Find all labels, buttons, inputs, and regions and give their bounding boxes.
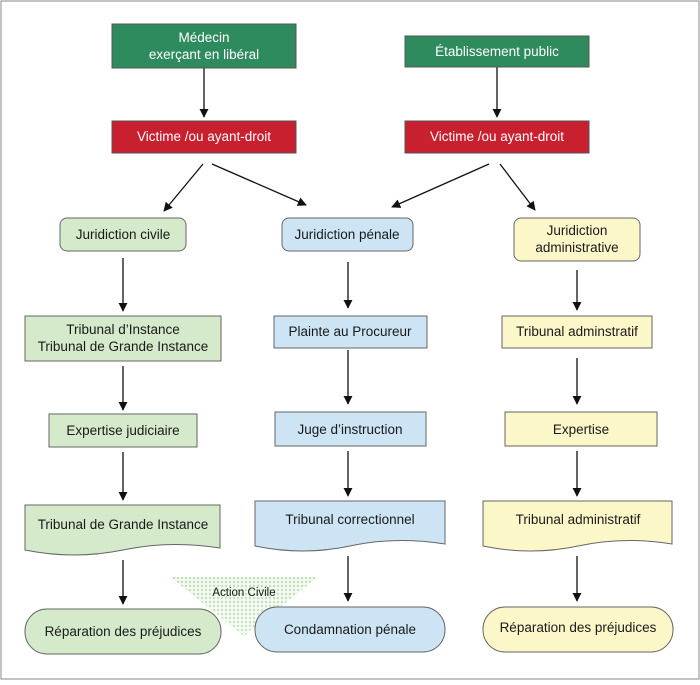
penal-complaint-box: Plainte au Procureur [273, 315, 428, 349]
civil-expertise-box: Expertise judiciaire [48, 413, 198, 448]
admin-judgment-box: Tribunal administratif [482, 500, 673, 552]
source-liberal-box: Médecin exerçant en libéral [111, 23, 297, 69]
admin-jurisdiction-box: Juridiction administrative [513, 217, 641, 262]
admin-jurisdiction-line2: administrative [535, 240, 618, 255]
action-civile-marker: Action Civile [170, 577, 318, 636]
victim-left-box: Victime /ou ayant-droit [111, 120, 297, 154]
arrow-victim-right-to-penal [391, 163, 490, 208]
admin-outcome-label: Réparation des préjudices [500, 620, 657, 635]
admin-court-label: Tribunal adminstratif [516, 324, 638, 339]
arrow-victim-left-to-civil [163, 163, 204, 212]
admin-court-box: Tribunal adminstratif [501, 315, 653, 349]
penal-complaint-label: Plainte au Procureur [288, 324, 412, 339]
penal-jurisdiction-label: Juridiction pénale [294, 227, 399, 242]
penal-judge-box: Juge d’instruction [274, 411, 427, 447]
victim-right-label: Victime /ou ayant-droit [430, 129, 564, 144]
penal-jurisdiction-box: Juridiction pénale [281, 217, 414, 252]
admin-expertise-label: Expertise [553, 422, 609, 437]
admin-judgment-label: Tribunal administratif [516, 512, 641, 527]
civil-expertise-label: Expertise judiciaire [66, 423, 179, 438]
civil-outcome-box: Réparation des préjudices [24, 608, 222, 655]
victim-right-box: Victime /ou ayant-droit [404, 120, 590, 154]
source-liberal-line2: exerçant en libéral [149, 47, 259, 62]
civil-outcome-label: Réparation des préjudices [45, 624, 202, 639]
admin-jurisdiction-line1: Juridiction [547, 223, 608, 238]
civil-court-line2: Tribunal de Grande Instance [38, 339, 209, 354]
source-liberal-line1: Médecin [178, 30, 229, 45]
civil-jurisdiction-box: Juridiction civile [59, 217, 187, 252]
penal-judgment-label: Tribunal correctionnel [285, 512, 414, 527]
action-civile-label: Action Civile [212, 587, 275, 599]
penal-outcome-box: Condamnation pénale [254, 606, 446, 653]
source-public-box: Établissement public [404, 35, 590, 68]
civil-jurisdiction-label: Juridiction civile [76, 227, 171, 242]
penal-outcome-label: Condamnation pénale [284, 622, 416, 637]
civil-court-box: Tribunal d’Instance Tribunal de Grande I… [24, 315, 222, 362]
arrows [118, 67, 582, 605]
admin-outcome-box: Réparation des préjudices [482, 606, 674, 653]
admin-expertise-box: Expertise [504, 411, 658, 447]
arrow-victim-right-to-admin [499, 163, 536, 211]
arrow-victim-left-to-penal [211, 163, 307, 206]
civil-judgment-box: Tribunal de Grande Instance [24, 504, 221, 556]
penal-judge-label: Juge d’instruction [297, 422, 402, 437]
civil-judgment-label: Tribunal de Grande Instance [38, 517, 209, 532]
source-public-label: Établissement public [435, 44, 559, 59]
victim-left-label: Victime /ou ayant-droit [137, 129, 271, 144]
penal-judgment-box: Tribunal correctionnel [254, 500, 446, 552]
civil-court-line1: Tribunal d’Instance [66, 322, 180, 337]
